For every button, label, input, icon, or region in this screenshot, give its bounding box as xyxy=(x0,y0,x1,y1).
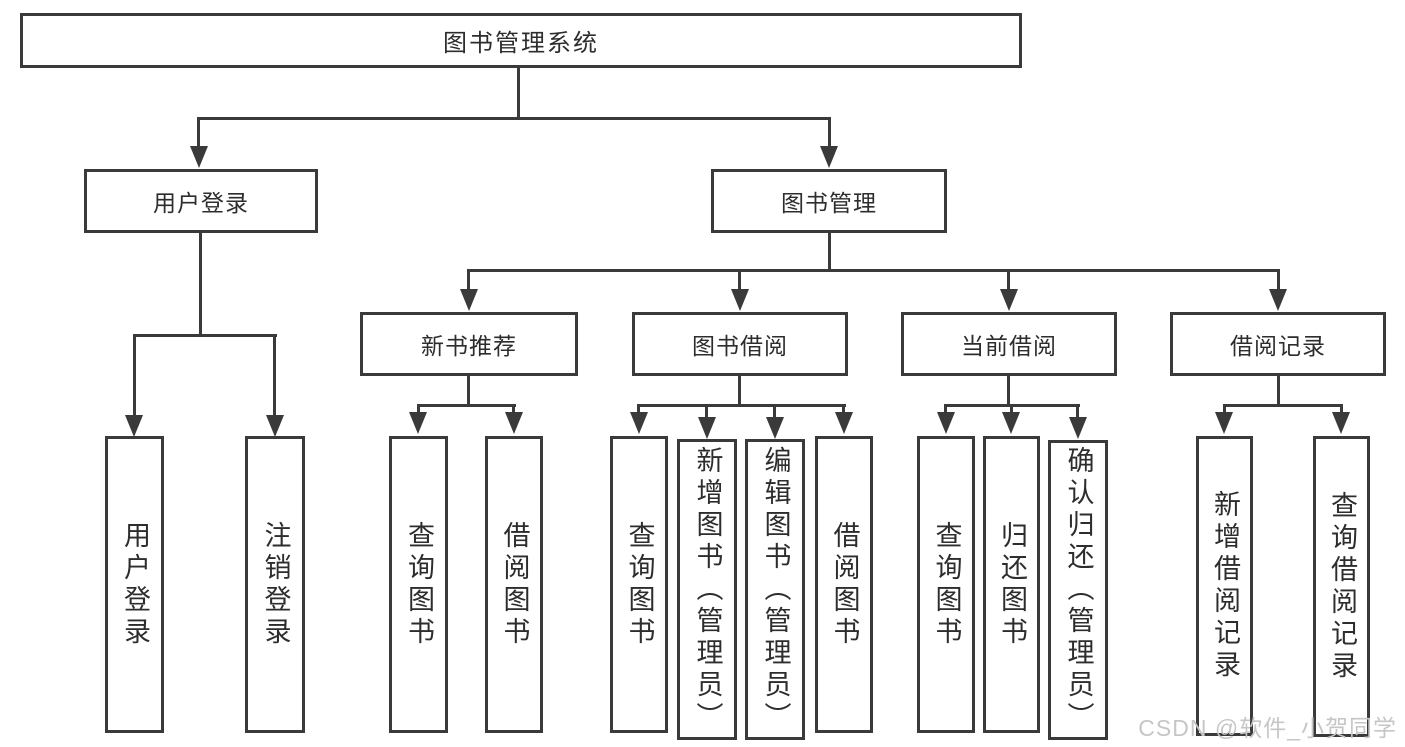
leaf-logout-login: 注销登录 xyxy=(245,436,305,733)
connector-arrowhead xyxy=(409,412,427,434)
leaf-current-confirm-return-admin: 确认归还（管理员） xyxy=(1048,440,1108,740)
connector-line xyxy=(1010,404,1013,416)
node-user-login: 用户登录 xyxy=(84,169,318,233)
connector-line xyxy=(467,269,1280,272)
connector-line xyxy=(512,404,515,416)
connector-line xyxy=(197,117,200,149)
node-label: 借阅记录 xyxy=(1230,333,1326,359)
leaf-current-return-books: 归还图书 xyxy=(983,436,1040,733)
node-label: 新增借阅记录 xyxy=(1210,490,1240,682)
connector-line xyxy=(944,404,947,416)
leaf-borrow-edit-books-admin: 编辑图书（管理员） xyxy=(745,439,805,740)
leaf-records-add-record: 新增借阅记录 xyxy=(1196,436,1253,736)
connector-line xyxy=(1223,404,1226,416)
connector-arrowhead xyxy=(835,412,853,434)
connector-line xyxy=(705,404,708,419)
connector-line xyxy=(417,404,516,407)
connector-line xyxy=(637,404,846,407)
connector-line xyxy=(417,404,420,416)
connector-arrowhead xyxy=(731,289,749,311)
node-label: 用户登录 xyxy=(120,520,150,649)
connector-line xyxy=(1076,404,1079,419)
connector-line xyxy=(467,376,470,407)
node-new-book-recommend: 新书推荐 xyxy=(360,312,578,376)
connector-line xyxy=(828,233,831,271)
connector-line xyxy=(133,334,136,418)
connector-arrowhead xyxy=(1069,417,1087,439)
leaf-borrow-query-books: 查询图书 xyxy=(610,436,668,733)
node-label: 编辑图书（管理员） xyxy=(760,445,791,734)
connector-line xyxy=(273,334,276,418)
connector-line xyxy=(1277,269,1280,291)
node-current-borrow: 当前借阅 xyxy=(901,312,1117,376)
connector-line xyxy=(1340,404,1343,416)
connector-line xyxy=(773,404,776,419)
connector-arrowhead xyxy=(698,417,716,439)
connector-arrowhead xyxy=(1332,412,1350,434)
connector-line xyxy=(828,117,831,149)
node-label: 用户登录 xyxy=(153,190,249,216)
connector-arrowhead xyxy=(1002,412,1020,434)
connector-arrowhead xyxy=(1269,289,1287,311)
connector-line xyxy=(467,269,470,291)
connector-line xyxy=(1007,376,1010,407)
connector-arrowhead xyxy=(266,415,284,437)
connector-arrowhead xyxy=(766,417,784,439)
node-label: 注销登录 xyxy=(260,520,291,649)
connector-arrowhead xyxy=(125,415,143,437)
connector-line xyxy=(842,404,845,416)
leaf-recommend-borrow-books: 借阅图书 xyxy=(485,436,543,733)
node-borrow-records: 借阅记录 xyxy=(1170,312,1386,376)
node-book-borrow: 图书借阅 xyxy=(632,312,848,376)
connector-line xyxy=(199,233,202,337)
connector-arrowhead xyxy=(1215,412,1233,434)
leaf-current-query-books: 查询图书 xyxy=(917,436,975,733)
connector-arrowhead xyxy=(190,146,208,168)
node-label: 归还图书 xyxy=(997,520,1027,649)
leaf-recommend-query-books: 查询图书 xyxy=(389,436,448,733)
connector-line xyxy=(1007,269,1010,291)
connector-line xyxy=(738,376,741,407)
connector-line xyxy=(197,117,831,120)
csdn-watermark: CSDN @软件_小贺同学 xyxy=(1138,715,1397,741)
node-label: 新书推荐 xyxy=(421,333,517,359)
connector-arrowhead xyxy=(505,412,523,434)
node-library-management-system: 图书管理系统 xyxy=(20,13,1022,68)
node-label: 图书管理 xyxy=(781,190,877,216)
connector-line xyxy=(637,404,640,416)
leaf-records-query-record: 查询借阅记录 xyxy=(1313,436,1370,737)
connector-line xyxy=(133,334,277,337)
node-label: 图书管理系统 xyxy=(443,30,599,57)
node-label: 查询借阅记录 xyxy=(1327,490,1357,683)
node-label: 借阅图书 xyxy=(499,520,530,649)
node-label: 图书借阅 xyxy=(692,333,788,359)
leaf-borrow-borrow-books: 借阅图书 xyxy=(815,436,873,733)
node-label: 借阅图书 xyxy=(829,520,860,649)
node-label: 新增图书（管理员） xyxy=(692,445,723,734)
connector-line xyxy=(1223,404,1343,407)
node-book-management: 图书管理 xyxy=(711,169,947,233)
connector-arrowhead xyxy=(937,412,955,434)
connector-line xyxy=(517,68,520,120)
connector-arrowhead xyxy=(820,146,838,168)
leaf-user-login: 用户登录 xyxy=(105,436,164,733)
connector-arrowhead xyxy=(630,412,648,434)
connector-line xyxy=(1277,376,1280,407)
leaf-borrow-add-books-admin: 新增图书（管理员） xyxy=(677,439,737,740)
node-label: 当前借阅 xyxy=(961,333,1057,359)
node-label: 查询图书 xyxy=(624,520,655,649)
node-label: 确认归还（管理员） xyxy=(1063,446,1094,734)
node-label: 查询图书 xyxy=(404,520,434,649)
node-label: 查询图书 xyxy=(931,520,962,649)
connector-arrowhead xyxy=(1000,289,1018,311)
connector-line xyxy=(738,269,741,291)
connector-arrowhead xyxy=(460,289,478,311)
